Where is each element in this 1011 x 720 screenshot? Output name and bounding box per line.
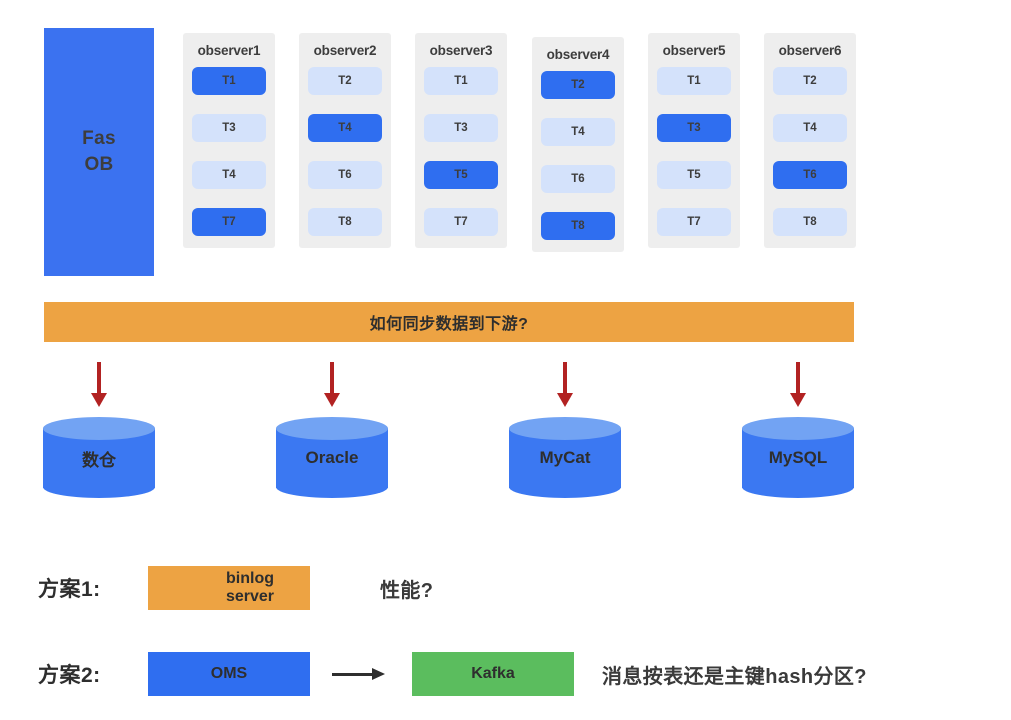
observer-title: observer5 bbox=[662, 43, 726, 58]
tablet-box: T8 bbox=[541, 212, 615, 240]
binlog-server-line-1: binlog bbox=[226, 569, 274, 587]
tablet-box: T8 bbox=[308, 208, 382, 236]
down-arrow-icon bbox=[787, 362, 809, 408]
cylinder-top-ellipse bbox=[509, 417, 621, 440]
tablet-box: T4 bbox=[308, 114, 382, 142]
downstream-label: MyCat bbox=[539, 448, 591, 467]
observer-column-5: observer5 T1 T3 T5 T7 bbox=[648, 33, 740, 248]
tablet-box: T3 bbox=[424, 114, 498, 142]
downstream-cylinder-4: MySQL bbox=[742, 417, 854, 499]
tablet-box: T2 bbox=[308, 67, 382, 95]
tablet-box: T7 bbox=[657, 208, 731, 236]
tablet-box: T1 bbox=[192, 67, 266, 95]
scheme-2-label: 方案2: bbox=[38, 664, 101, 687]
tablet-box: T5 bbox=[424, 161, 498, 189]
observer-title: observer1 bbox=[197, 43, 261, 58]
tablet-box: T1 bbox=[424, 67, 498, 95]
scheme-2-note: 消息按表还是主键hash分区? bbox=[602, 665, 867, 688]
scheme-row-2: 方案2: OMS Kafka 消息按表还是主键hash分区? bbox=[38, 648, 998, 700]
observer-column-1: observer1 T1 T3 T4 T7 bbox=[183, 33, 275, 248]
scheme-1-label: 方案1: bbox=[38, 578, 101, 601]
tablet-box: T4 bbox=[541, 118, 615, 146]
oms-chip: OMS bbox=[148, 652, 310, 696]
scheme-1-note: 性能? bbox=[380, 579, 434, 602]
observer-title: observer2 bbox=[313, 43, 377, 58]
tablet-box: T6 bbox=[773, 161, 847, 189]
observer-column-4: observer4 T2 T4 T6 T8 bbox=[532, 37, 624, 252]
tablet-box: T7 bbox=[192, 208, 266, 236]
tablet-box: T3 bbox=[192, 114, 266, 142]
tablet-box: T6 bbox=[308, 161, 382, 189]
observer-column-6: observer6 T2 T4 T6 T8 bbox=[764, 33, 856, 248]
fas-ob-label-line-2: OB bbox=[84, 154, 114, 175]
downstream-label: Oracle bbox=[305, 448, 359, 467]
down-arrow-icon bbox=[554, 362, 576, 408]
observer-title: observer4 bbox=[546, 47, 610, 62]
downstream-cylinder-3: MyCat bbox=[509, 417, 621, 499]
observer-title: observer6 bbox=[778, 43, 842, 58]
downstream-label: MySQL bbox=[768, 448, 828, 467]
cylinder-top-ellipse bbox=[276, 417, 388, 440]
observer-column-2: observer2 T2 T4 T6 T8 bbox=[299, 33, 391, 248]
tablet-box: T6 bbox=[541, 165, 615, 193]
scheme-row-1: 方案1: binlog server 性能? bbox=[38, 562, 998, 614]
tablet-box: T1 bbox=[657, 67, 731, 95]
tablet-box: T2 bbox=[541, 71, 615, 99]
down-arrow-icon bbox=[321, 362, 343, 408]
downstream-cylinder-1: 数仓 bbox=[43, 417, 155, 499]
right-arrow-icon bbox=[332, 664, 390, 684]
downstream-label: 数仓 bbox=[82, 450, 116, 470]
down-arrow-icon bbox=[88, 362, 110, 408]
sync-question-banner: 如何同步数据到下游? bbox=[44, 302, 854, 342]
fas-ob-node: Fas OB bbox=[44, 28, 154, 276]
cylinder-top-ellipse bbox=[742, 417, 854, 440]
kafka-chip: Kafka bbox=[412, 652, 574, 696]
tablet-box: T4 bbox=[192, 161, 266, 189]
tablet-box: T5 bbox=[657, 161, 731, 189]
tablet-box: T3 bbox=[657, 114, 731, 142]
downstream-cylinder-2: Oracle bbox=[276, 417, 388, 499]
tablet-box: T8 bbox=[773, 208, 847, 236]
tablet-box: T4 bbox=[773, 114, 847, 142]
binlog-server-chip: binlog server bbox=[148, 566, 310, 610]
binlog-server-line-2: server bbox=[225, 588, 275, 605]
tablet-box: T2 bbox=[773, 67, 847, 95]
observer-title: observer3 bbox=[429, 43, 493, 58]
observer-column-3: observer3 T1 T3 T5 T7 bbox=[415, 33, 507, 248]
fas-ob-label-line-1: Fas bbox=[82, 128, 116, 150]
cylinder-top-ellipse bbox=[43, 417, 155, 440]
tablet-box: T7 bbox=[424, 208, 498, 236]
sync-question-text: 如何同步数据到下游? bbox=[369, 316, 529, 333]
